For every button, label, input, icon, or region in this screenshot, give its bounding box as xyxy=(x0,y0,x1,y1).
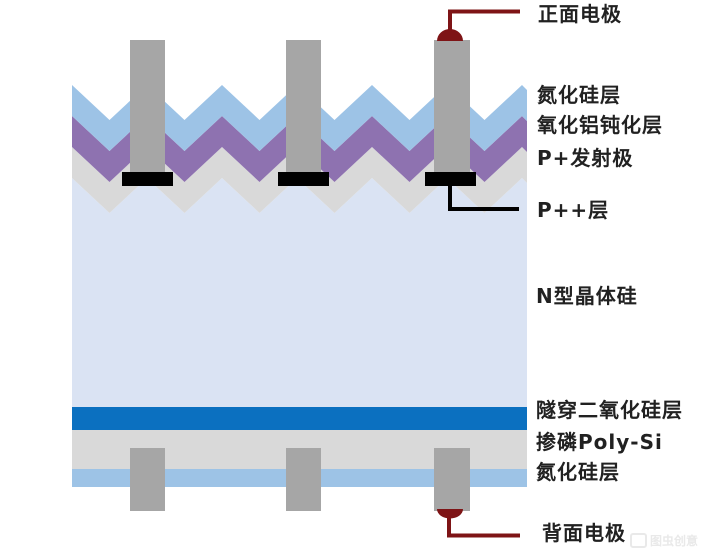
watermark: 图虫创意 xyxy=(630,532,698,549)
label-sin-bottom: 氮化硅层 xyxy=(536,460,620,484)
watermark-text: 图虫创意 xyxy=(650,534,699,548)
back-electrode-finger-3 xyxy=(434,448,470,511)
n-type-silicon-body xyxy=(72,178,527,407)
p-plus-plus-contact-2 xyxy=(278,172,329,186)
back-electrode-finger-1 xyxy=(130,448,165,511)
watermark-icon xyxy=(630,533,647,548)
label-back-electrode: 背面电极 xyxy=(542,521,626,545)
tunnel-oxide-layer xyxy=(72,407,527,430)
front-electrode-finger-3 xyxy=(434,40,470,182)
label-doped-poly-si: 掺磷Poly-Si xyxy=(536,430,663,454)
back-busbar-dome xyxy=(437,509,463,519)
label-tunnel-oxide: 隧穿二氧化硅层 xyxy=(536,398,683,422)
front-electrode-finger-2 xyxy=(286,40,321,182)
front-electrode-finger-1 xyxy=(130,40,165,182)
front-busbar-dome xyxy=(437,29,463,41)
label-p-plus-emitter: P+发射极 xyxy=(537,146,634,170)
label-front-electrode: 正面电极 xyxy=(538,2,622,26)
front-electrode-leader-line xyxy=(448,9,520,32)
label-p-plus-plus-layer: P++层 xyxy=(537,198,610,222)
p-plus-plus-leader-line xyxy=(448,183,519,211)
label-sin-top: 氮化硅层 xyxy=(537,83,621,107)
label-alox-passivation: 氧化铝钝化层 xyxy=(537,113,663,137)
back-electrode-leader-line xyxy=(447,516,520,538)
label-n-type-silicon: N型晶体硅 xyxy=(536,284,638,308)
p-plus-plus-contact-1 xyxy=(122,172,173,186)
p-plus-plus-contact-3 xyxy=(425,172,476,186)
back-electrode-finger-2 xyxy=(286,448,321,511)
